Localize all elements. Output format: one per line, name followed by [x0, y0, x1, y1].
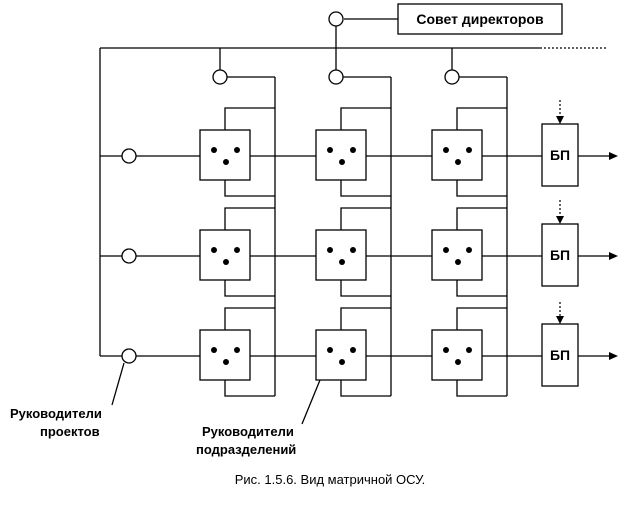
bp-label-2: БП [550, 247, 570, 263]
dept-node-1 [212, 69, 228, 85]
cell-r2-c3 [431, 229, 483, 281]
project-node-1 [121, 148, 137, 164]
cell-r2-c1 [199, 229, 251, 281]
dept-managers-leader [301, 379, 321, 425]
dept-node-2 [328, 69, 344, 85]
column-2-head [328, 48, 392, 396]
project-managers-leader [111, 362, 125, 406]
bp-2: БП [541, 200, 579, 287]
cell-r3-c3 [431, 329, 483, 381]
dept-managers-label-line1: Руководители [202, 424, 294, 439]
bp-label-1: БП [550, 147, 570, 163]
cell-r3-c2 [315, 329, 367, 381]
dept-node-3 [444, 69, 460, 85]
column-1-head [212, 48, 276, 396]
bp-1: БП [541, 100, 579, 187]
cell-r1-c3 [431, 129, 483, 181]
project-node-2 [121, 248, 137, 264]
board-label: Совет директоров [416, 11, 544, 27]
board-node [328, 11, 344, 27]
bp-3: БП [541, 302, 579, 387]
figure-caption: Рис. 1.5.6. Вид матричной ОСУ. [235, 472, 426, 487]
dept-managers-label-line2: подразделений [196, 442, 296, 457]
project-managers-label-line1: Руководители [10, 406, 102, 421]
project-node-3 [121, 348, 137, 364]
cell-r2-c2 [315, 229, 367, 281]
bp-box-3 [541, 323, 579, 387]
cell-brackets [224, 107, 507, 397]
bp-label-3: БП [550, 347, 570, 363]
bp-box-2 [541, 223, 579, 287]
cell-r1-c1 [199, 129, 251, 181]
cell-r3-c1 [199, 329, 251, 381]
bp-box-1 [541, 123, 579, 187]
column-3-head [444, 48, 508, 396]
project-managers-label-line2: проектов [40, 424, 100, 439]
cell-r1-c2 [315, 129, 367, 181]
